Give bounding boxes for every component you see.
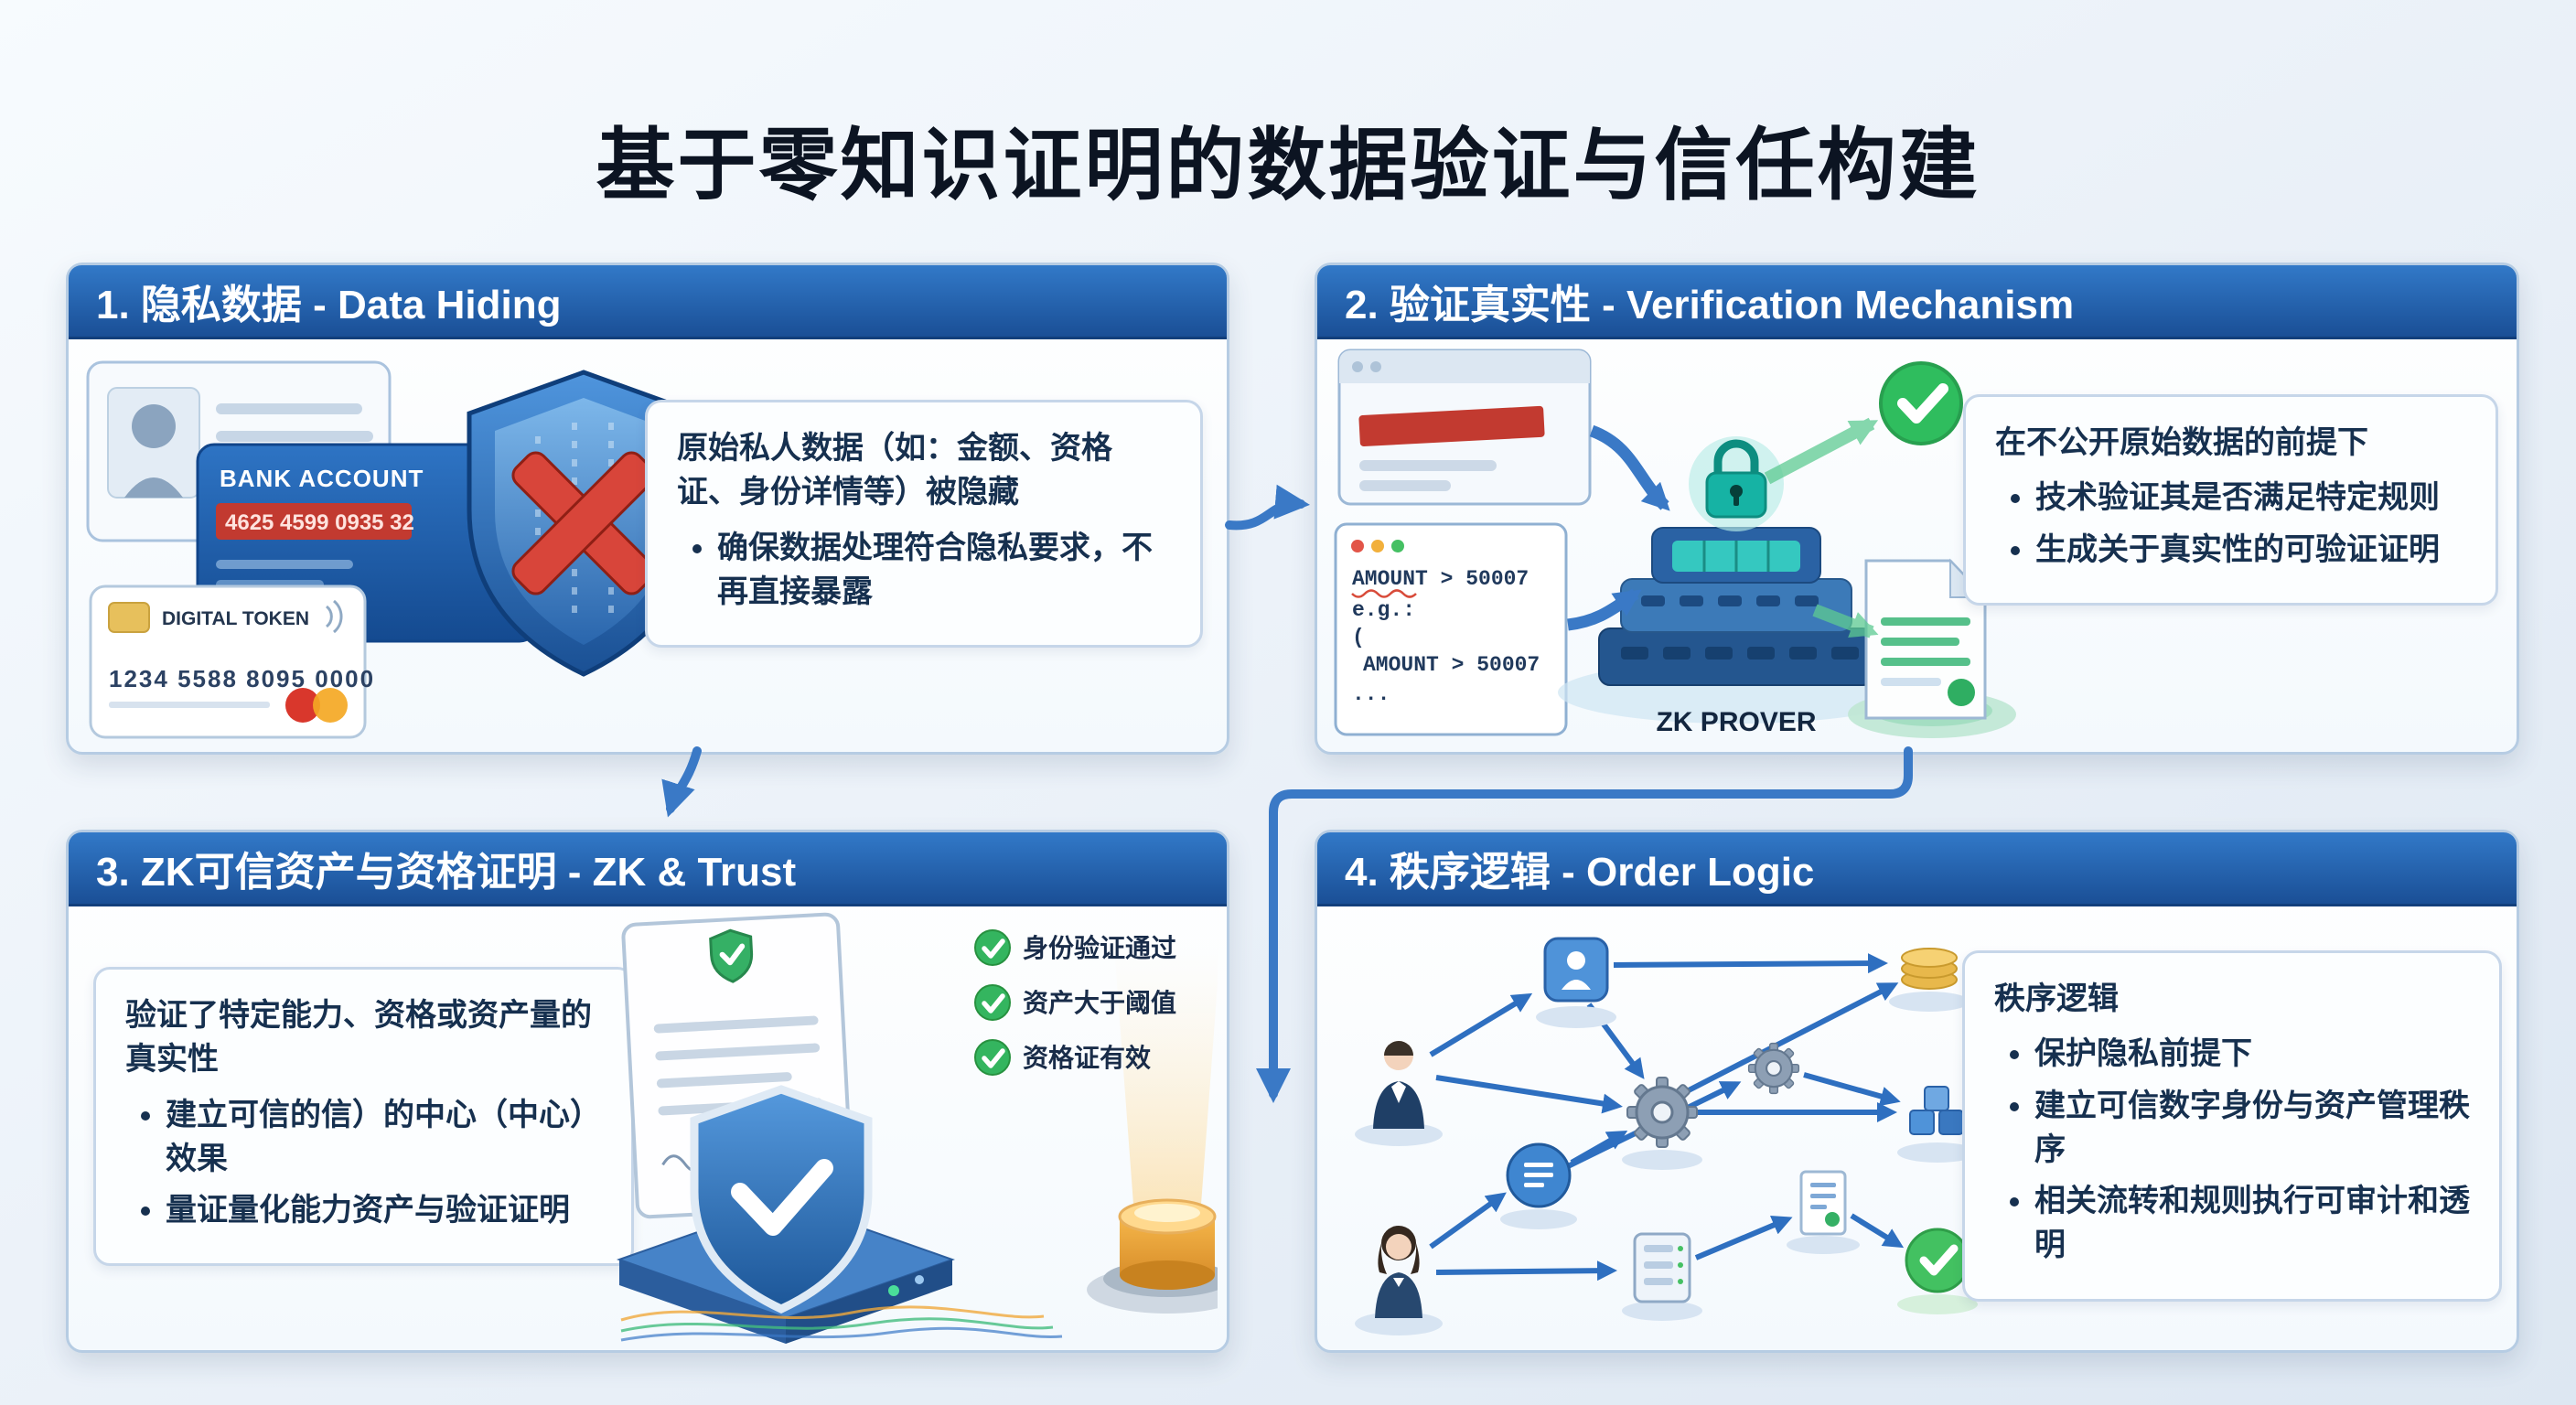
panel-order-logic-title: 4. 秩序逻辑 - Order Logic: [1345, 850, 1815, 895]
arrow-prover-to-check: [1764, 417, 1879, 485]
businesswoman-avatar-icon: [1355, 1226, 1443, 1335]
order-logic-text-heading: 秩序逻辑: [1994, 981, 2119, 1016]
checklist-row: 身份验证通过: [974, 929, 1176, 966]
server-icon: [1622, 1232, 1702, 1321]
panel-verification-title: 2. 验证真实性 - Verification Mechanism: [1345, 283, 2075, 327]
verification-checklist: 身份验证通过 资产大于阈值 资格证有效: [974, 929, 1176, 1076]
bullet-item: 建立可信数字身份与资产管理秩序: [2034, 1084, 2470, 1173]
zk-trust-illustration: 身份验证通过 资产大于阈值 资格证有效: [616, 912, 1218, 1344]
code-line: AMOUNT > 50007: [1352, 567, 1529, 591]
checklist-label: 资格证有效: [1023, 1044, 1151, 1072]
trust-shield-icon: [690, 1085, 873, 1314]
zk-trust-textbox: 验证了特定能力、资格或资产量的真实性 建立可信的信）的中心（中心）效果 量证量化…: [93, 967, 634, 1267]
panel-verification-header: 2. 验证真实性 - Verification Mechanism: [1317, 265, 2517, 339]
privacy-data-illustration: BANK ACCOUNT 4625 4599 0935 32 DIGITAL T…: [86, 360, 701, 739]
bank-card-icon: BANK ACCOUNT 4625 4599 0935 32: [196, 443, 538, 643]
gear-icon: [1622, 1076, 1702, 1170]
bank-card-number: 4625 4599 0935 32: [225, 510, 414, 535]
bullet-item: 技术验证其是否满足特定规则: [2035, 476, 2466, 520]
panel-zk-trust-header: 3. ZK可信资产与资格证明 - ZK & Trust: [69, 832, 1227, 906]
red-x-icon: [511, 451, 656, 595]
token-card-number: 1234 5588 8095 0000: [109, 665, 375, 692]
checklist-row: 资产大于阈值: [974, 984, 1176, 1021]
digital-token-card-icon: DIGITAL TOKEN 1234 5588 8095 0000: [89, 585, 375, 739]
proof-document-icon: [1848, 558, 2016, 738]
certificate-doc-icon: [1787, 1170, 1860, 1254]
order-logic-bullet-list: 保护隐私前提下 建立可信数字身份与资产管理秩序 相关流转和规则执行可审计和透明: [1994, 1032, 2470, 1267]
privacy-shield-icon: [467, 370, 701, 677]
bullet-item: 相关流转和规则执行可审计和透明: [2034, 1179, 2470, 1268]
code-line: e.g.:: [1352, 598, 1415, 622]
page-title: 基于零知识证明的数据验证与信任构建: [596, 121, 1980, 209]
beacon-button-icon: [1087, 947, 1218, 1314]
checklist-row: 资格证有效: [974, 1039, 1151, 1076]
verification-text-heading: 在不公开原始数据的前提下: [1995, 425, 2368, 460]
panel-order-logic: 4. 秩序逻辑 - Order Logic: [1315, 830, 2519, 1353]
green-shield-check-icon: [709, 928, 754, 983]
businessman-avatar-icon: [1355, 1041, 1443, 1146]
arrow-window-to-prover: [1589, 424, 1670, 511]
panel-verification-body: AMOUNT > 50007 e.g.: ( AMOUNT > 50007 ..…: [1317, 339, 2517, 752]
panel-privacy-data: 1. 隐私数据 - Data Hiding: [66, 263, 1229, 755]
verification-textbox: 在不公开原始数据的前提下 技术验证其是否满足特定规则 生成关于真实性的可验证证明: [1963, 394, 2498, 606]
checklist-label: 身份验证通过: [1023, 933, 1176, 962]
coins-icon: [1889, 948, 1970, 1012]
decor-line-blue: [620, 1326, 1063, 1342]
code-line: (: [1352, 626, 1365, 649]
order-logic-textbox: 秩序逻辑 保护隐私前提下 建立可信数字身份与资产管理秩序 相关流转和规则执行可审…: [1962, 950, 2502, 1302]
code-window-icon: AMOUNT > 50007 e.g.: ( AMOUNT > 50007 ..…: [1334, 522, 1568, 736]
verification-illustration: AMOUNT > 50007 e.g.: ( AMOUNT > 50007 ..…: [1334, 349, 2016, 738]
privacy-data-bullet-list: 确保数据处理符合隐私要求，不再直接暴露: [677, 526, 1171, 615]
bullet-item: 保护隐私前提下: [2034, 1032, 2470, 1076]
panel-privacy-data-body: BANK ACCOUNT 4625 4599 0935 32 DIGITAL T…: [69, 339, 1227, 752]
order-logic-illustration: [1355, 937, 1978, 1335]
bank-card-label: BANK ACCOUNT: [220, 465, 424, 492]
identity-badge-icon: [1536, 937, 1616, 1028]
decor-line-green: [620, 1317, 1054, 1333]
verification-bullet-list: 技术验证其是否满足特定规则 生成关于真实性的可验证证明: [1995, 476, 2466, 572]
code-line: AMOUNT > 50007: [1363, 653, 1540, 677]
zk-prover-label: ZK PROVER: [1656, 707, 1816, 737]
token-card-label: DIGITAL TOKEN: [162, 608, 309, 629]
zk-trust-bullet-list: 建立可信的信）的中心（中心）效果 量证量化能力资产与验证证明: [125, 1093, 602, 1233]
blocks-icon: [1897, 1086, 1978, 1163]
bullet-item: 生成关于真实性的可验证证明: [2035, 528, 2466, 572]
panel-verification: 2. 验证真实性 - Verification Mechanism: [1315, 263, 2519, 755]
bullet-item: 确保数据处理符合隐私要求，不再直接暴露: [717, 526, 1171, 615]
arrow-prover-to-document: [1812, 604, 1879, 638]
lock-icon: [1689, 436, 1784, 531]
zk-prover-icon: ZK PROVER: [1558, 436, 1915, 737]
bullet-item: 量证量化能力资产与验证证明: [166, 1188, 602, 1232]
panel-privacy-data-header: 1. 隐私数据 - Data Hiding: [69, 265, 1227, 339]
checklist-label: 资产大于阈值: [1023, 989, 1176, 1017]
arrow-panel1-to-panel2: [1225, 484, 1310, 531]
panel-order-logic-body: 秩序逻辑 保护隐私前提下 建立可信数字身份与资产管理秩序 相关流转和规则执行可审…: [1317, 906, 2517, 1350]
panel-zk-trust-title: 3. ZK可信资产与资格证明 - ZK & Trust: [96, 850, 797, 895]
zk-trust-text-heading: 验证了特定能力、资格或资产量的真实性: [125, 998, 592, 1078]
privacy-data-textbox: 原始私人数据（如：金额、资格证、身份详情等）被隐藏 确保数据处理符合隐私要求，不…: [645, 400, 1203, 649]
privacy-data-text-heading: 原始私人数据（如：金额、资格证、身份详情等）被隐藏: [677, 431, 1112, 510]
arrow-code-to-prover: [1567, 588, 1642, 631]
arrow-panel1-to-panel3: [661, 746, 702, 818]
redacted-window-icon: [1337, 349, 1592, 506]
decor-line-orange: [620, 1305, 1045, 1322]
record-icon: [1500, 1142, 1577, 1229]
order-check-icon: [1897, 1228, 1978, 1314]
panel-zk-trust: 3. ZK可信资产与资格证明 - ZK & Trust 验证了特定能力、资格或资…: [66, 830, 1229, 1353]
code-line: ...: [1352, 682, 1390, 706]
panel-zk-trust-body: 验证了特定能力、资格或资产量的真实性 建立可信的信）的中心（中心）效果 量证量化…: [69, 906, 1227, 1350]
panel-privacy-data-title: 1. 隐私数据 - Data Hiding: [96, 283, 562, 327]
bullet-item: 建立可信的信）的中心（中心）效果: [166, 1093, 602, 1182]
gear-small-icon: [1747, 1042, 1800, 1095]
panel-order-logic-header: 4. 秩序逻辑 - Order Logic: [1317, 832, 2517, 906]
verified-check-icon: [1879, 361, 1963, 445]
